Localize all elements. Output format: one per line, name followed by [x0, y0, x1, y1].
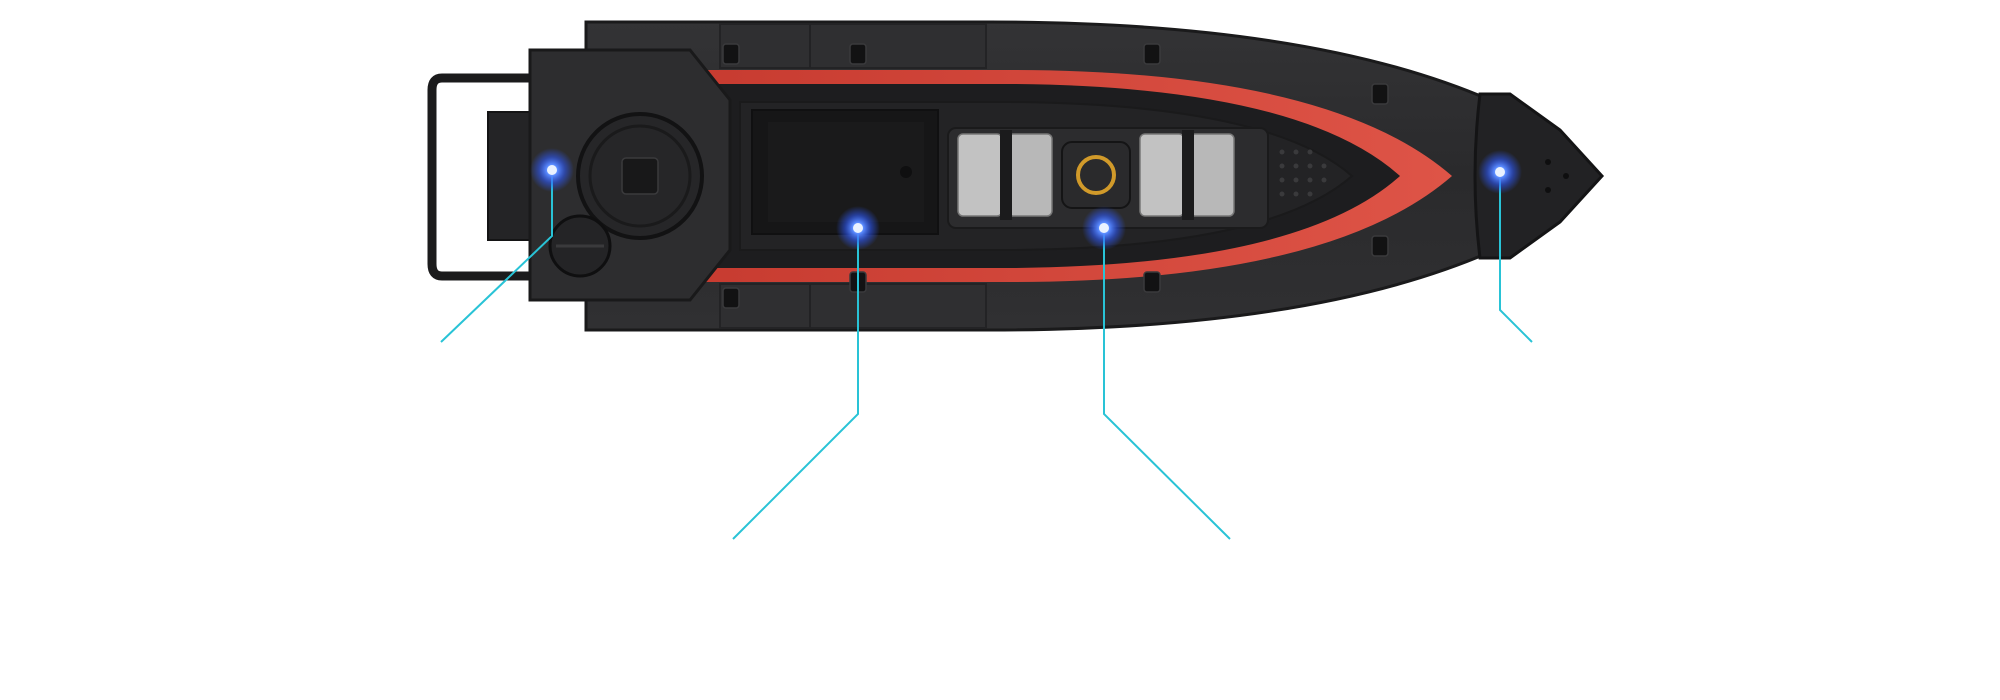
seat-cushion — [957, 133, 1003, 217]
hotspot-core — [1099, 223, 1109, 233]
bow-bolt — [1563, 173, 1569, 179]
seat-cushion — [1189, 133, 1235, 217]
engine-cover-ring — [588, 124, 692, 228]
steering-column — [1061, 141, 1131, 209]
cleat-icon — [1143, 271, 1161, 293]
bow-nose — [1473, 92, 1605, 260]
cleat-icon — [1371, 235, 1389, 257]
steering-wheel-icon — [1076, 155, 1116, 195]
hotspot-core — [547, 165, 557, 175]
bow-bolt — [1545, 159, 1551, 165]
hotspot-cargo-bay[interactable] — [836, 206, 880, 250]
bow-bolt — [1545, 187, 1551, 193]
hotspot-seating[interactable] — [1082, 206, 1126, 250]
cleat-icon — [722, 287, 740, 309]
seat-strap — [1182, 130, 1194, 220]
cleat-icon — [1143, 43, 1161, 65]
hotspot-stern-engine[interactable] — [530, 148, 574, 192]
hotspot-core — [853, 223, 863, 233]
boat — [427, 20, 1605, 332]
cleat-icon — [722, 43, 740, 65]
seat-cushion — [1007, 133, 1053, 217]
cleat-icon — [1371, 83, 1389, 105]
seat-strap — [1000, 130, 1012, 220]
callout-lines — [440, 170, 1533, 540]
hotspots — [530, 148, 1522, 250]
hotspot-core — [1495, 167, 1505, 177]
cargo-hatch-lid — [768, 122, 924, 222]
bow-deck-dots — [1279, 149, 1327, 197]
hotspot-bow[interactable] — [1478, 150, 1522, 194]
stern-bracket — [487, 111, 533, 241]
engine-core — [621, 157, 659, 195]
cleat-icon — [849, 43, 867, 65]
hatch-latch — [900, 166, 912, 178]
seat-cushion — [1139, 133, 1185, 217]
seat-row — [957, 130, 1235, 220]
callout-line-bow — [1499, 172, 1533, 343]
callout-line-cargo-bay — [732, 228, 859, 540]
callout-line-seating — [1103, 228, 1231, 540]
stern-rail — [427, 73, 540, 281]
